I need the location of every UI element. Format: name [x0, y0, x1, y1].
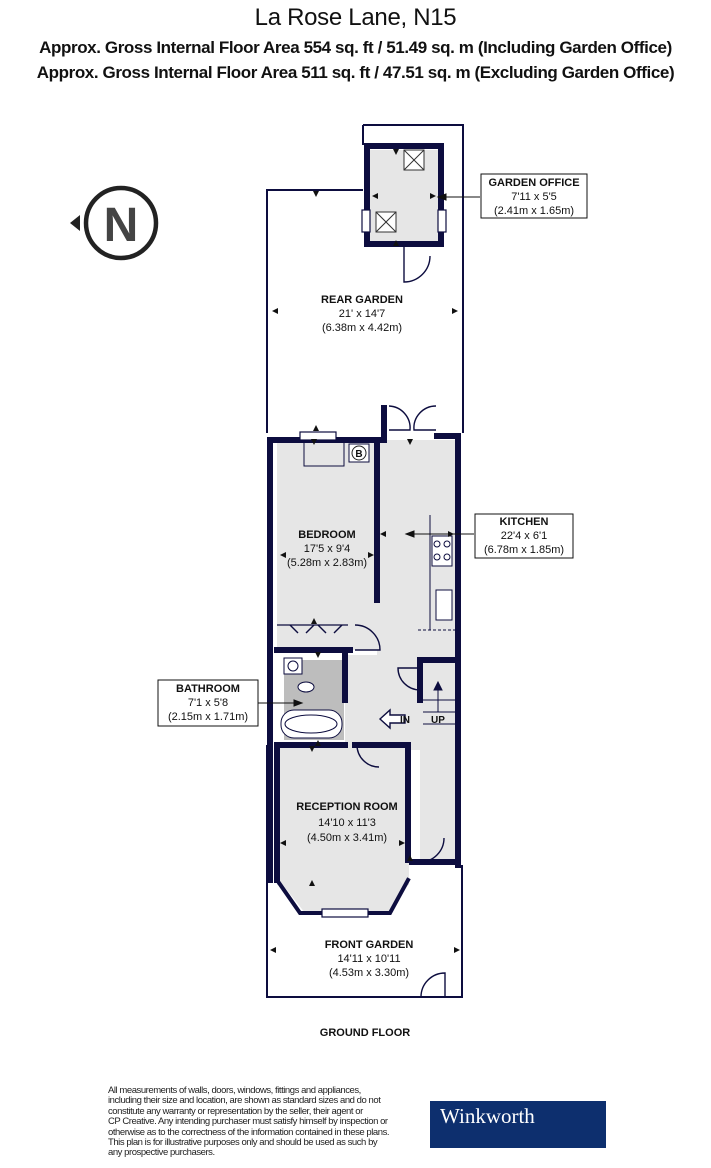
kitchen-name: KITCHEN — [500, 516, 549, 528]
rear-garden-name: REAR GARDEN — [321, 294, 403, 306]
bathroom-imperial: 7'1 x 5'8 — [188, 697, 228, 709]
stairs-icon — [423, 680, 455, 725]
reception-metric: (4.50m x 3.41m) — [307, 832, 387, 844]
stairs-up-label: UP — [431, 715, 445, 726]
north-compass-icon: N — [70, 185, 159, 261]
front-garden-name: FRONT GARDEN — [325, 939, 414, 951]
rear-garden-metric: (6.38m x 4.42m) — [322, 322, 402, 334]
reception-imperial: 14'10 x 11'3 — [318, 817, 376, 829]
callout-leaders — [258, 193, 480, 707]
bathroom-name: BATHROOM — [176, 683, 240, 695]
garden-office-callout — [480, 173, 588, 219]
bathroom-metric: (2.15m x 1.71m) — [168, 711, 248, 723]
front-garden-metric: (4.53m x 3.30m) — [329, 967, 409, 979]
windows — [299, 209, 447, 918]
kitchen-metric: (6.78m x 1.85m) — [484, 544, 564, 556]
boiler-label: B — [355, 449, 362, 460]
page-title: La Rose Lane, N15 — [254, 4, 457, 31]
skylight-icon — [375, 149, 425, 233]
wardrobe-box — [303, 441, 345, 467]
rear-garden-imperial: 21' x 14'7 — [339, 308, 385, 320]
entrance-label: IN — [400, 715, 410, 726]
entrance-arrow-icon — [378, 708, 406, 730]
area-including-office: Approx. Gross Internal Floor Area 554 sq… — [39, 38, 672, 57]
boiler-icon: B — [348, 443, 370, 463]
bathroom-fittings — [280, 657, 343, 739]
bedroom-imperial: 17'5 x 9'4 — [304, 543, 350, 555]
dimension-markers — [270, 149, 460, 953]
compass-letter: N — [104, 199, 139, 252]
door-swings — [289, 246, 446, 998]
bedroom-name: BEDROOM — [298, 529, 355, 541]
reception-name: RECEPTION ROOM — [296, 801, 397, 813]
walls — [267, 143, 461, 915]
disclaimer-text: All measurements of walls, doors, window… — [108, 1085, 390, 1159]
front-garden-imperial: 14'11 x 10'11 — [337, 953, 400, 965]
kitchen-callout — [474, 513, 574, 559]
bathroom-callout — [157, 679, 259, 727]
kitchen-imperial: 22'4 x 6'1 — [501, 530, 547, 542]
bedroom-metric: (5.28m x 2.83m) — [287, 557, 367, 569]
area-excluding-office: Approx. Gross Internal Floor Area 511 sq… — [36, 63, 675, 82]
kitchen-fittings — [418, 515, 455, 631]
floor-label: GROUND FLOOR — [320, 1027, 410, 1039]
garden-office-name: GARDEN OFFICE — [488, 177, 579, 189]
garden-office-imperial: 7'11 x 5'5 — [511, 191, 557, 203]
garden-office-metric: (2.41m x 1.65m) — [494, 205, 574, 217]
brand-logo: Winkworth — [430, 1101, 606, 1148]
